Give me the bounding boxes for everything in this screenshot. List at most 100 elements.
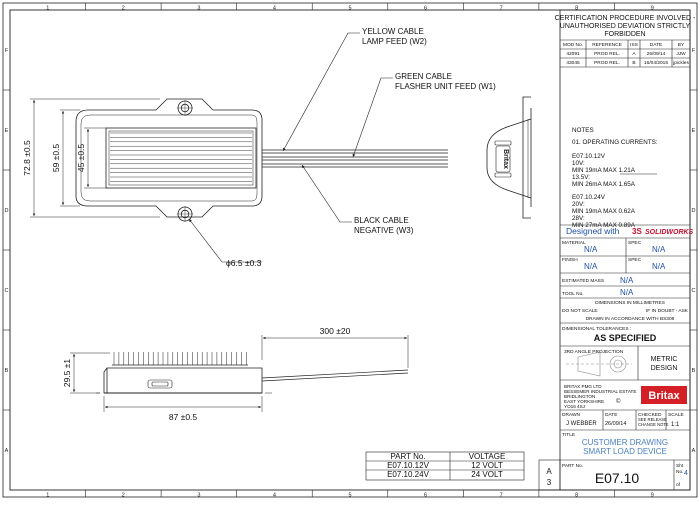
designed-with: Designed with: [566, 226, 620, 236]
sheet-label-2: No.: [676, 469, 683, 475]
if-in-doubt: IF IN DOUBT - ASK: [646, 308, 689, 314]
front-fin-block: [105, 127, 257, 189]
frame-row-letter: A: [5, 448, 9, 454]
spec-value-2: N/A: [652, 262, 666, 271]
end-view: Britax: [486, 96, 532, 219]
frame-col-number: 2: [122, 6, 125, 12]
heat-sink-fins: [110, 132, 252, 182]
title-block: [538, 9, 691, 491]
mod-row2-iss: B: [632, 60, 635, 66]
address-line4: EAST YORKSHIRE: [564, 399, 604, 404]
notes-title: NOTES: [572, 127, 594, 134]
frame-row-letter: E: [692, 128, 696, 134]
hole-dia-leader: [188, 218, 262, 263]
part-no-label: PART No.: [562, 463, 583, 469]
side-heat-sink-fins: [113, 352, 247, 365]
frame-col-number: 3: [197, 6, 200, 12]
frame-col-number: 2: [122, 493, 125, 499]
frame-col-number: 5: [348, 6, 351, 12]
front-body-outline: [75, 98, 263, 218]
mod-row2-by: jpickles: [672, 60, 689, 66]
sheet-label-1: Sht: [676, 463, 684, 469]
frame-row-letter: E: [5, 128, 9, 134]
frame-row-letter: C: [692, 288, 696, 294]
tolerances-value: AS SPECIFIED: [594, 333, 657, 343]
mod-header-mod: MOD No.: [563, 42, 583, 48]
part-table-header-part: PART No.: [390, 452, 425, 461]
dim-overall-height: 72.8 ±0.5: [22, 140, 32, 176]
notes-12v-0: E07.10.12V: [572, 153, 606, 160]
frame-col-number: 3: [197, 493, 200, 499]
dim-cable-length: 300 ±20: [320, 326, 351, 336]
mod-header-date: DATE: [650, 42, 662, 48]
address-line5: YO16 4SJ: [564, 404, 585, 409]
notes-24v-1: 20V:: [572, 201, 585, 208]
sheet-size-letter: A: [546, 467, 552, 476]
third-angle-projection-symbol: [566, 351, 632, 377]
front-bottom-mounting-hole: [177, 206, 193, 222]
callout-black-line1: BLACK CABLE: [354, 216, 409, 225]
sheet-size-number: 3: [547, 478, 552, 487]
part-table-row2-voltage: 24 VOLT: [471, 470, 503, 479]
tolerances-label: DIMENSIONAL TOLERANCES :: [562, 326, 631, 332]
side-dimensions: [70, 335, 409, 412]
date-label: DATE: [605, 412, 617, 418]
dim-side-height: 29.5 ±1: [62, 359, 72, 388]
cert-notice-line2: UNAUTHORISED DEVIATION STRICTLY: [560, 23, 691, 30]
mod-row2-ref: PROD REL.: [594, 60, 620, 66]
mod-row1-date: 26/09/14: [647, 51, 666, 57]
frame-row-letter: F: [5, 48, 9, 54]
material-value: N/A: [584, 245, 598, 254]
dim-width: 87 ±0.5: [169, 412, 198, 422]
callout-yellow-line1: YELLOW CABLE: [362, 27, 424, 36]
checked-label: CHECKED: [638, 412, 662, 418]
drawn-label: DRAWN: [562, 412, 580, 418]
callout-green-line1: GREEN CABLE: [395, 72, 452, 81]
mod-row2-date: 16/04/2015: [644, 60, 668, 66]
notes-12v-1: 10V:: [572, 160, 585, 167]
notes-12v-3: 13.5V:: [572, 174, 590, 181]
yellow-cable-leader: [282, 32, 360, 152]
svg-text:Britax: Britax: [502, 149, 509, 169]
title-line2: SMART LOAD DEVICE: [583, 447, 667, 456]
notes-24v-0: E07.10.24V: [572, 194, 606, 201]
spec-value-1: N/A: [652, 245, 666, 254]
front-top-mounting-hole: [177, 100, 193, 116]
dim-hole-diameter: ϕ6.5 ±0.3: [226, 258, 262, 268]
notes-24v-3: 28V:: [572, 215, 585, 222]
spec-label-1: SPEC: [628, 240, 642, 246]
part-table-header-voltage: VOLTAGE: [469, 452, 506, 461]
notes-24v-4: MIN 27mA MAX 0.89A: [572, 222, 636, 229]
frame-col-number: 6: [424, 6, 427, 12]
side-cable: [261, 369, 409, 379]
side-body-outline: [106, 367, 263, 394]
solidworks-logo: 3S SOLIDWORKS: [632, 227, 694, 236]
frame-col-number: 8: [575, 493, 578, 499]
part-table-row1-part: E07.10.12V: [387, 461, 429, 470]
drawn-accordance: DRAWN IN ACCORDANCE WITH BS308: [586, 316, 675, 322]
mod-header-iss: ISS: [630, 42, 638, 48]
date-value: 26/09/14: [605, 421, 626, 427]
svg-text:Britax: Britax: [648, 390, 680, 402]
part-no-value: E07.10: [595, 470, 640, 486]
sheet-of-label: of: [676, 482, 681, 488]
frame-row-letter: C: [5, 288, 9, 294]
frame-col-number: 4: [273, 493, 276, 499]
do-not-scale: DO NOT SCALE: [562, 308, 598, 314]
mod-header-ref: REFERENCE: [592, 42, 622, 48]
spec-label-2: SPEC: [628, 257, 642, 263]
part-table-row2-part: E07.10.24V: [387, 470, 429, 479]
frame-zone-dividers: [3, 3, 697, 497]
svg-text:SOLIDWORKS: SOLIDWORKS: [645, 229, 694, 236]
projection-label: 3RD ANGLE PROJECTION: [564, 349, 624, 355]
svg-text:3S: 3S: [632, 227, 642, 236]
checked-note2: CHANGE NOTE: [638, 422, 669, 427]
scale-label: SCALE: [668, 412, 684, 418]
copyright-symbol: ©: [616, 398, 621, 405]
address-line1: BRITAX PMG LTD: [564, 384, 602, 389]
frame-row-letter: D: [5, 208, 9, 214]
dim-fin-height: 45 ±0.5: [76, 144, 86, 173]
